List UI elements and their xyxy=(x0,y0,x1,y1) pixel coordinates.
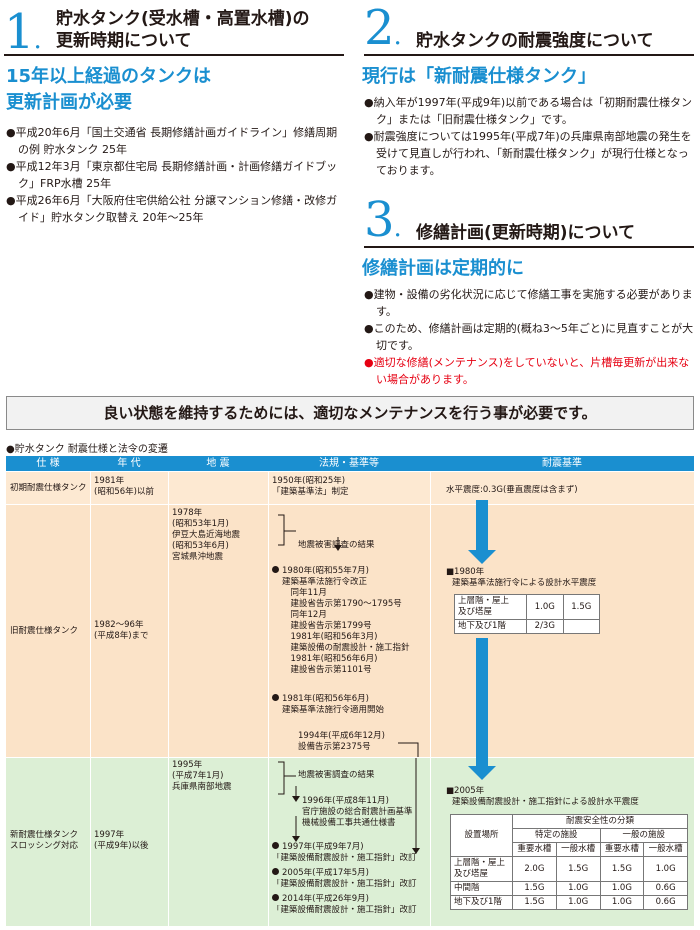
spec-new: 新耐震仕様タンク スロッシング対応 xyxy=(10,830,79,851)
bullet: ●このため、修繕計画は定期的(概ね3〜5年ごと)に見直すことが大切です。 xyxy=(364,322,694,352)
bullet: ●平成12年3月「東京都住宅局 長期修繕計画・計画修繕ガイドブック」FRP水槽 … xyxy=(6,160,338,190)
law-new-5: 2005年(平成17年5月) xyxy=(272,868,428,879)
header-spec: 仕 様 xyxy=(36,458,60,469)
quake-new: 1995年 (平成7年1月) 兵庫県南部地震 xyxy=(172,760,232,792)
section-1-lead: 15年以上経過のタンクは更新計画が必要 xyxy=(6,66,212,113)
law-new-6: 「建築設備耐震設計・施工指針」改訂 xyxy=(272,879,417,889)
table-header xyxy=(6,456,694,471)
section-3-title: 修繕計画(更新時期)について xyxy=(416,223,636,243)
quake-old: 1978年 (昭和53年1月) 伊豆大島近海地震 (昭和53年6月) 宮城県沖地… xyxy=(172,508,241,562)
std-initial: 水平震度:0.3G(垂直震度は含まず) xyxy=(446,485,578,495)
header-std: 耐震基準 xyxy=(542,458,582,469)
section-2-rule xyxy=(364,54,694,56)
maintenance-banner: 良い状態を維持するためには、適切なメンテナンスを行う事が必要です。 xyxy=(6,396,694,430)
section-2-number: 2. xyxy=(364,0,402,56)
section-3-lead: 修繕計画は定期的に xyxy=(362,258,524,279)
section-2-bullets: ●納入年が1997年(平成9年)以前である場合は「初期耐震仕様タンク」または「旧… xyxy=(364,94,694,179)
std-new-table: 設置場所耐震安全性の分類 特定の施設一般の施設 重要水槽一般水槽重要水槽一般水槽… xyxy=(450,814,688,910)
spec-initial: 初期耐震仕様タンク xyxy=(10,483,87,493)
law-flow-old xyxy=(278,514,419,757)
section-3-rule xyxy=(364,246,694,248)
law-new-3: 1997年(平成9年7月) xyxy=(272,842,428,853)
section-3-number: 3. xyxy=(364,192,402,248)
std-new-year: ■2005年 xyxy=(446,786,485,796)
std-new-desc: 建築設備耐震設計・施工指針による設計水平震度 xyxy=(452,797,639,807)
bullet: ●納入年が1997年(平成9年)以前である場合は「初期耐震仕様タンク」または「旧… xyxy=(364,96,693,126)
law-new-4: 「建築設備耐震設計・施工指針」改訂 xyxy=(272,853,417,863)
bullet: ●建物・設備の劣化状況に応じて修繕工事を実施する必要があります。 xyxy=(364,288,693,318)
era-initial: 1981年 (昭和56年)以前 xyxy=(94,476,154,497)
law-old-4: 1981年(昭和56年6月) xyxy=(272,694,428,705)
section-2-lead: 現行は「新耐震仕様タンク」 xyxy=(362,66,596,87)
law-old-1: 地震被害調査の結果 xyxy=(298,540,375,550)
col-divider xyxy=(90,472,91,926)
table-caption: ●貯水タンク 耐震仕様と法令の変遷 xyxy=(6,444,168,455)
law-old-6: 1994年(平成6年12月) 設備告示第2375号 xyxy=(298,731,385,752)
era-old: 1982〜96年 (平成8年)まで xyxy=(94,620,149,641)
timeline-arrows xyxy=(468,500,496,780)
law-new-1: 地震被害調査の結果 xyxy=(298,770,375,780)
law-new-7: 2014年(平成26年9月) xyxy=(272,894,428,905)
row-initial xyxy=(6,472,694,504)
law-initial: 1950年(昭和25年) 「建築基準法」制定 xyxy=(272,476,349,497)
era-new: 1997年 (平成9年)以後 xyxy=(94,830,149,851)
law-flow-new xyxy=(278,758,420,854)
section-2-title: 貯水タンクの耐震強度について xyxy=(416,31,654,51)
law-new-8: 「建築設備耐震設計・施工指針」改訂 xyxy=(272,905,417,915)
law-old-2: 1980年(昭和55年7月) xyxy=(272,566,428,577)
section-1-rule xyxy=(4,54,344,56)
warning-bullet: ●適切な修繕(メンテナンス)をしていないと、片槽毎更新が出来ない場合があります。 xyxy=(364,356,690,386)
std-old-year: ■1980年 xyxy=(446,567,485,577)
law-new-2: 1996年(平成8年11月) 官庁施設の総合耐震計画基準 機械設備工事共通仕様書 xyxy=(302,796,413,828)
col-divider xyxy=(168,472,169,926)
std-old-desc: 建築基準法施行令による設計水平震度 xyxy=(452,578,597,588)
bullet: ●耐震強度については1995年(平成7年)の兵庫県南部地震の発生を受けて見直しが… xyxy=(364,130,692,177)
bullet: ●平成20年6月「国土交通省 長期修繕計画ガイドライン」修繕周期の例 貯水タンク… xyxy=(6,126,338,156)
header-quake: 地 震 xyxy=(206,458,230,469)
header-era: 年 代 xyxy=(117,458,141,469)
section-1-number: 1. xyxy=(4,4,42,60)
law-old-5: 建築基準法施行令適用開始 xyxy=(282,705,385,715)
section-1-bullets: ●平成20年6月「国土交通省 長期修繕計画ガイドライン」修繕周期の例 貯水タンク… xyxy=(6,124,342,226)
spec-old: 旧耐震仕様タンク xyxy=(10,626,79,636)
col-divider xyxy=(268,472,269,926)
header-law: 法規・基準等 xyxy=(319,458,379,469)
section-3-bullets: ●建物・設備の劣化状況に応じて修繕工事を実施する必要があります。 ●このため、修… xyxy=(364,286,694,388)
col-divider xyxy=(430,472,431,926)
law-old-3: 建築基準法施行令改正 同年11月 建設省告示第1790〜1795号 同年12月 … xyxy=(282,577,410,675)
seismic-spec-table: 仕 様 年 代 地 震 法規・基準等 耐震基準 初期耐震仕様タンク 1981年 … xyxy=(6,456,694,926)
section-1-title: 貯水タンク(受水槽・高置水槽)の更新時期について xyxy=(56,9,310,51)
bullet: ●平成26年6月「大阪府住宅供給公社 分譲マンション修繕・改修ガイド」貯水タンク… xyxy=(6,194,338,224)
